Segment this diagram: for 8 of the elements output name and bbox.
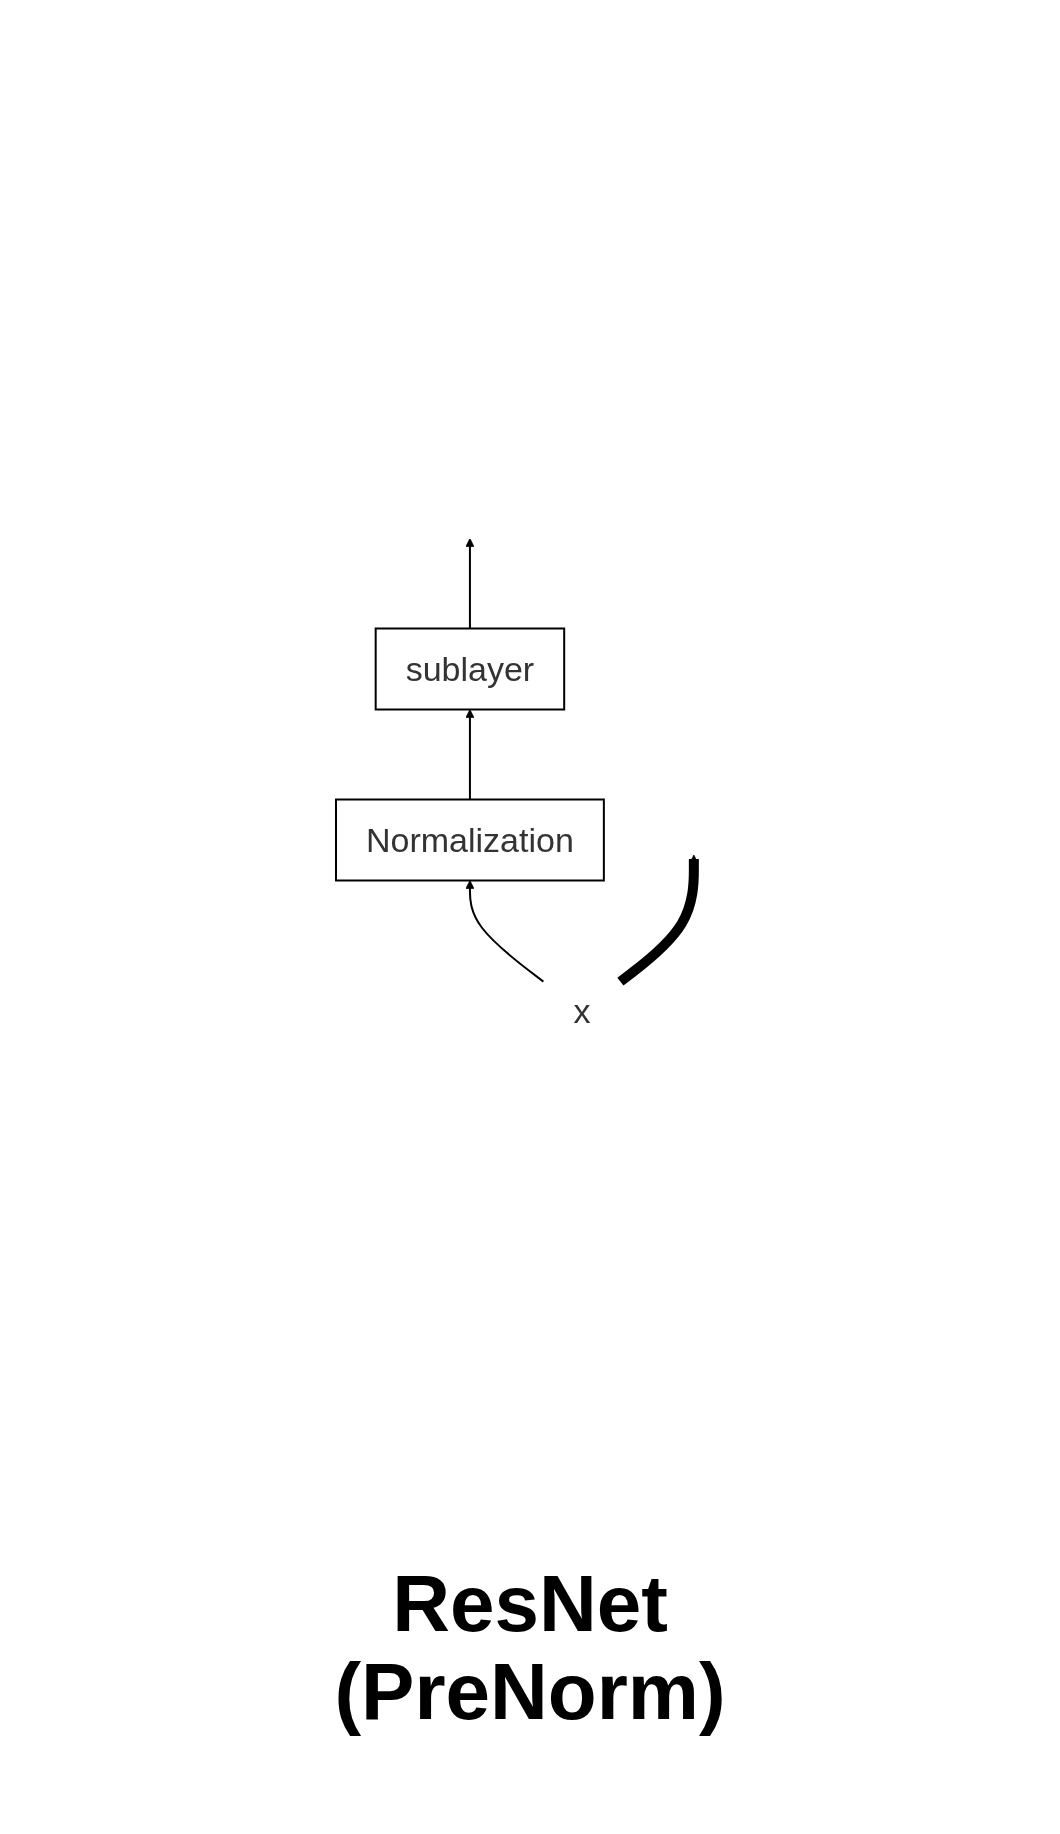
arrow bbox=[465, 538, 475, 630]
process-box: sublayer bbox=[374, 627, 566, 711]
arrow bbox=[617, 854, 699, 986]
arrow bbox=[465, 709, 475, 801]
input-label: x bbox=[573, 991, 591, 1030]
process-box: Normalization bbox=[335, 798, 605, 882]
caption: ResNet (PreNorm) bbox=[333, 1560, 727, 1736]
arrow bbox=[465, 880, 545, 983]
